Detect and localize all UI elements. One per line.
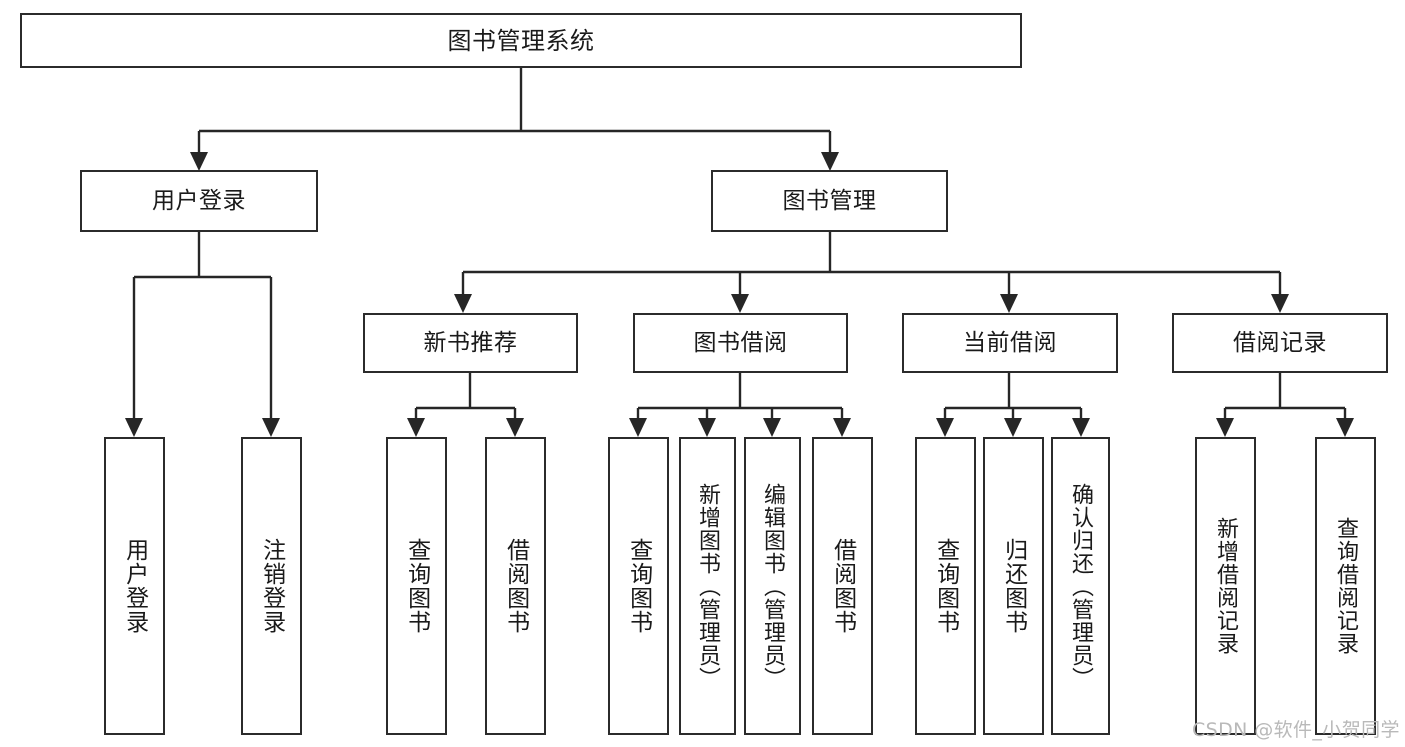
leaf-logout-login[interactable]: 注销登录: [241, 437, 302, 735]
leaf-add-book-admin[interactable]: 新增图书（管理员）: [679, 437, 736, 735]
leaf-return-book[interactable]: 归还图书: [983, 437, 1044, 735]
node-book-management[interactable]: 图书管理: [711, 170, 948, 232]
node-label: 用户登录: [121, 538, 148, 634]
leaf-query-book-current[interactable]: 查询图书: [915, 437, 976, 735]
node-user-login[interactable]: 用户登录: [80, 170, 318, 232]
node-label: 图书借阅: [693, 329, 788, 356]
leaf-borrow-book-borrow[interactable]: 借阅图书: [812, 437, 873, 735]
node-label: 当前借阅: [963, 329, 1057, 356]
node-current-borrow[interactable]: 当前借阅: [902, 313, 1118, 373]
node-label: 注销登录: [258, 538, 285, 634]
node-label: 查询图书: [625, 538, 652, 634]
leaf-query-book-recommend[interactable]: 查询图书: [386, 437, 447, 735]
leaf-user-login[interactable]: 用户登录: [104, 437, 165, 735]
node-label: 借阅图书: [502, 538, 529, 634]
node-label: 用户登录: [152, 187, 246, 214]
node-label: 图书管理: [782, 187, 877, 214]
node-new-book-recommendation[interactable]: 新书推荐: [363, 313, 578, 373]
node-book-borrow[interactable]: 图书借阅: [633, 313, 848, 373]
node-label: 新书推荐: [423, 329, 518, 356]
node-label: 查询图书: [932, 538, 959, 634]
node-label: 确认归还（管理员）: [1068, 482, 1094, 690]
leaf-edit-book-admin[interactable]: 编辑图书（管理员）: [744, 437, 801, 735]
leaf-query-borrow-record[interactable]: 查询借阅记录: [1315, 437, 1376, 735]
node-borrow-record[interactable]: 借阅记录: [1172, 313, 1388, 373]
leaf-borrow-book-recommend[interactable]: 借阅图书: [485, 437, 546, 735]
node-root-book-management-system[interactable]: 图书管理系统: [20, 13, 1022, 68]
watermark: CSDN @软件_小贺同学: [1192, 719, 1400, 741]
node-label: 查询图书: [403, 538, 430, 634]
node-label: 编辑图书（管理员）: [760, 482, 786, 690]
node-label: 归还图书: [1000, 538, 1027, 634]
node-label: 新增图书（管理员）: [695, 482, 721, 690]
leaf-query-book-borrow[interactable]: 查询图书: [608, 437, 669, 735]
leaf-confirm-return-admin[interactable]: 确认归还（管理员）: [1051, 437, 1110, 735]
node-label: 图书管理系统: [447, 26, 595, 55]
node-label: 借阅记录: [1233, 329, 1327, 356]
node-label: 借阅图书: [829, 538, 856, 634]
leaf-add-borrow-record[interactable]: 新增借阅记录: [1195, 437, 1256, 735]
node-label: 新增借阅记录: [1213, 517, 1239, 655]
node-label: 查询借阅记录: [1333, 517, 1359, 655]
